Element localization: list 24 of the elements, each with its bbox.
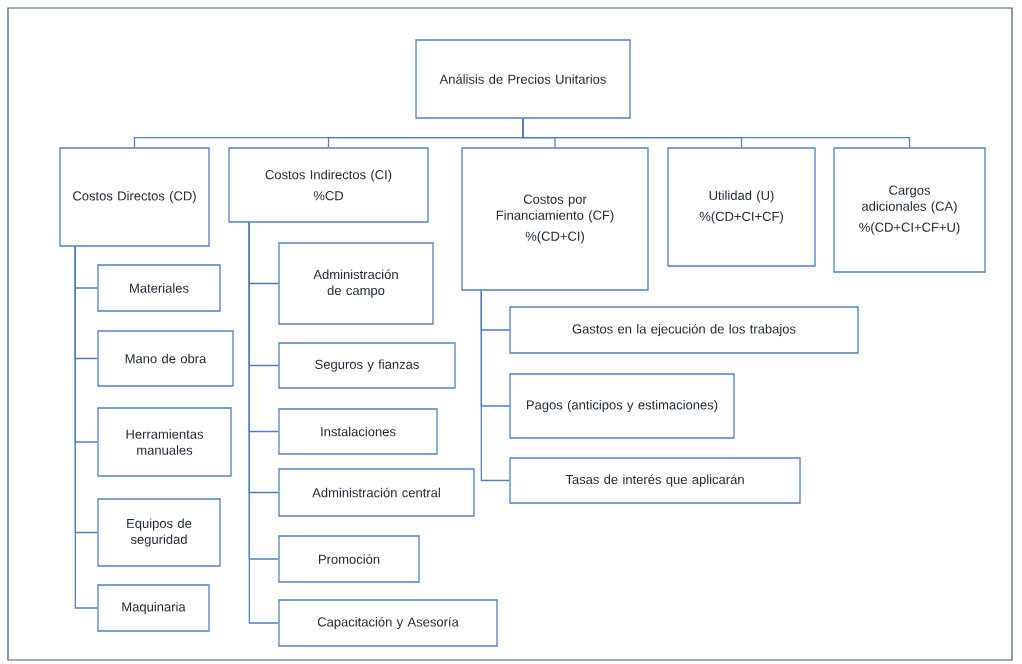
item-box: Maquinaria [97,584,210,632]
item-box: Pagos (anticipos y estimaciones) [509,373,735,439]
item-box: Mano de obra [97,330,234,387]
connector-line [248,222,279,624]
category-box: Cargos adicionales (CA) %(CD+CI+CF+U) [833,147,986,273]
item-box: Capacitación y Asesoría [278,599,498,647]
item-box: Herramientas manuales [97,407,232,477]
item-box: Administración de campo [278,242,434,325]
item-box: Administración central [278,468,475,517]
item-box: Tasas de interés que aplicarán [509,457,801,504]
connector-line [522,118,911,148]
category-box: Costos Indirectos (CI) %CD [228,147,429,223]
category-box: Costos Directos (CD) [59,147,210,247]
item-box: Promoción [278,535,420,583]
title-box: Análisis de Precios Unitarios [415,39,631,119]
category-box: Costos por Financiamiento (CF) %(CD+CI) [461,147,649,291]
item-box: Gastos en la ejecución de los trabajos [509,306,859,354]
connector-line [480,290,510,482]
category-box: Utilidad (U) %(CD+CI+CF) [667,147,816,267]
item-box: Materiales [97,264,221,312]
item-box: Equipos de seguridad [97,498,221,567]
item-box: Instalaciones [278,408,438,455]
item-box: Seguros y fianzas [278,342,456,389]
connector-line [74,246,98,609]
